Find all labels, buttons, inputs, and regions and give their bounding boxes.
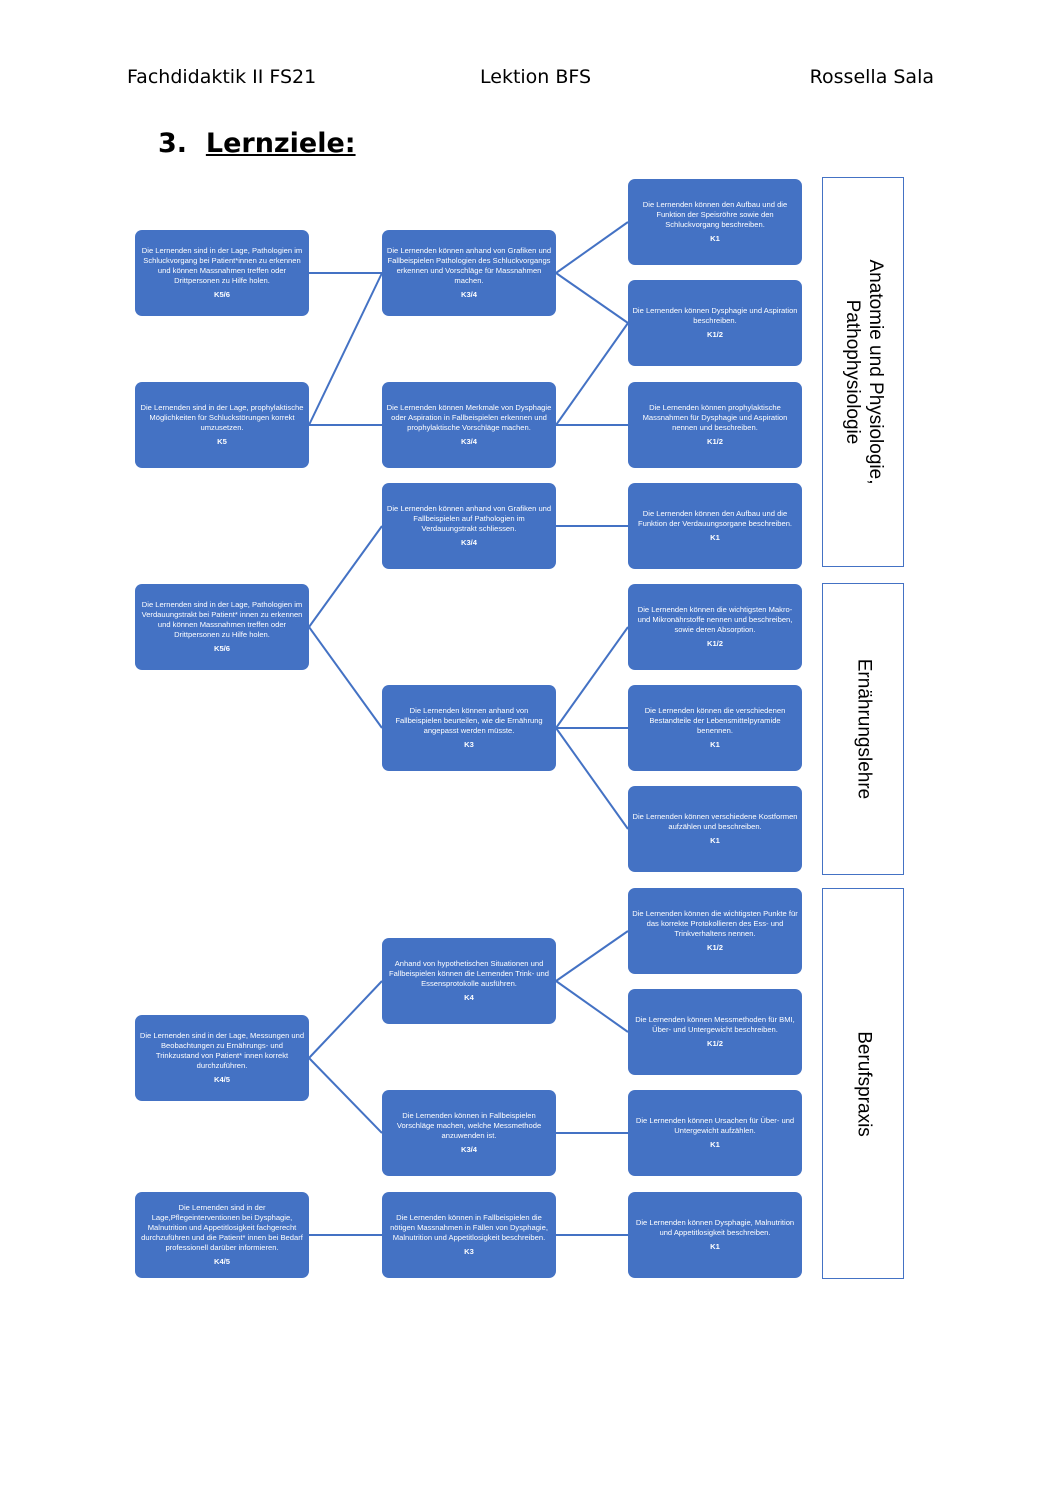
section-label: Ernährungslehre <box>853 658 875 800</box>
goal-box: Die Lernenden können Merkmale von Dyspha… <box>382 382 556 468</box>
connector-m5-r9 <box>555 980 629 1033</box>
page-title: 3. Lernziele: <box>158 128 356 159</box>
goal-box: Die Lernenden sind in der Lage, Messunge… <box>135 1015 309 1101</box>
connector-l3-m4 <box>308 626 383 729</box>
goal-box: Die Lernenden sind in der Lage, Patholog… <box>135 584 309 670</box>
goal-box: Die Lernenden sind in der Lage, prophyla… <box>135 382 309 468</box>
goal-box: Die Lernenden können die verschiedenen B… <box>628 685 802 771</box>
section-anatomie: Anatomie und Physiologie,Pathophysiologi… <box>822 177 904 567</box>
goal-box: Die Lernenden können anhand von Fallbeis… <box>382 685 556 771</box>
section-berufspraxis: Berufspraxis <box>822 888 904 1279</box>
goal-box: Die Lernenden können den Aufbau und die … <box>628 179 802 265</box>
title-text: Lernziele: <box>205 128 356 159</box>
goal-box: Die Lernenden können in Fallbeispielen d… <box>382 1192 556 1278</box>
section-label: Anatomie und Physiologie,Pathophysiologi… <box>842 259 886 485</box>
title-number: 3. <box>158 128 188 159</box>
section-ernaehrung: Ernährungslehre <box>822 583 904 875</box>
section-label: Berufspraxis <box>853 1030 875 1137</box>
header-course: Fachdidaktik II FS21 <box>127 66 317 88</box>
goal-box: Die Lernenden sind in der Lage, Patholog… <box>135 230 309 316</box>
goal-box: Die Lernenden können anhand von Grafiken… <box>382 230 556 316</box>
goal-box: Die Lernenden können anhand von Grafiken… <box>382 483 556 569</box>
connector-m5-r8 <box>555 930 629 982</box>
connector-l4-m6 <box>308 1057 383 1134</box>
connector-m1-r2 <box>555 272 629 324</box>
connector-l4-m5 <box>308 980 383 1059</box>
goal-box: Die Lernenden können Dysphagie, Malnutri… <box>628 1192 802 1278</box>
header-author: Rossella Sala <box>809 66 934 88</box>
goal-box: Die Lernenden können prophylaktische Mas… <box>628 382 802 468</box>
goal-box: Die Lernenden können die wichtigsten Pun… <box>628 888 802 974</box>
goal-box: Anhand von hypothetischen Situationen un… <box>382 938 556 1024</box>
goal-box: Die Lernenden können die wichtigsten Mak… <box>628 584 802 670</box>
connector-m2-r2 <box>555 322 629 426</box>
header-lesson: Lektion BFS <box>480 66 592 88</box>
goal-box: Die Lernenden sind in der Lage,Pflegeint… <box>135 1192 309 1278</box>
connector-m4-r7 <box>555 727 629 830</box>
connector-m1-r1 <box>555 221 629 274</box>
connector-l2-m1 <box>308 272 383 426</box>
goal-box: Die Lernenden können Ursachen für Über- … <box>628 1090 802 1176</box>
goal-box: Die Lernenden können Dysphagie und Aspir… <box>628 280 802 366</box>
goal-box: Die Lernenden können Messmethoden für BM… <box>628 989 802 1075</box>
connector-l3-m3 <box>308 525 383 628</box>
connector-m4-r5 <box>555 626 629 729</box>
goal-box: Die Lernenden können den Aufbau und die … <box>628 483 802 569</box>
goal-box: Die Lernenden können in Fallbeispielen V… <box>382 1090 556 1176</box>
goal-box: Die Lernenden können verschiedene Kostfo… <box>628 786 802 872</box>
